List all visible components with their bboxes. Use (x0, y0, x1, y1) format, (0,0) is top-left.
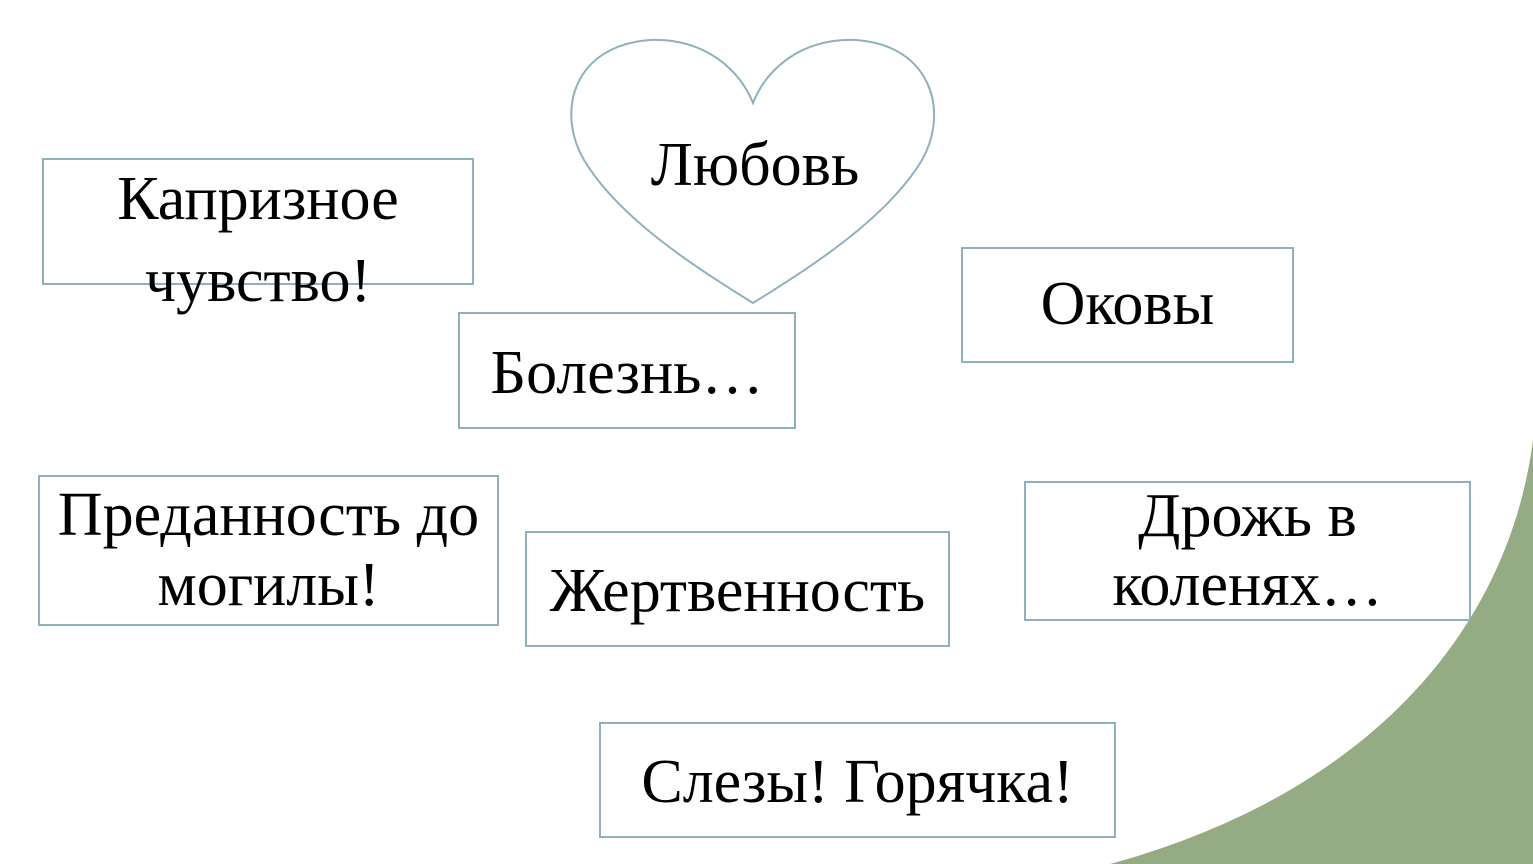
heart-shape (570, 38, 936, 305)
box-tears-fever: Слезы! Горячка! (599, 722, 1116, 838)
box-devotion-text: Преданность до могилы! (57, 481, 480, 619)
box-tears-fever-text: Слезы! Горячка! (641, 748, 1074, 817)
box-trembling-text: Дрожь в коленях… (1112, 481, 1383, 619)
box-devotion: Преданность до могилы! (38, 475, 499, 626)
heart-label-love: Любовь (650, 131, 860, 199)
box-sacrifice: Жертвенность (525, 531, 950, 647)
box-disease-text: Болезнь… (490, 338, 764, 407)
box-disease: Болезнь… (458, 312, 796, 429)
box-shackles-text: Оковы (1040, 270, 1215, 339)
box-capricious-feeling: Капризное чувство! (42, 158, 474, 315)
box-trembling: Дрожь в коленях… (1024, 481, 1471, 621)
green-corner-shape (1110, 440, 1533, 864)
box-shackles: Оковы (961, 247, 1294, 363)
box-capricious-feeling-text: Капризное чувство! (117, 165, 399, 316)
box-sacrifice-text: Жертвенность (549, 557, 926, 626)
